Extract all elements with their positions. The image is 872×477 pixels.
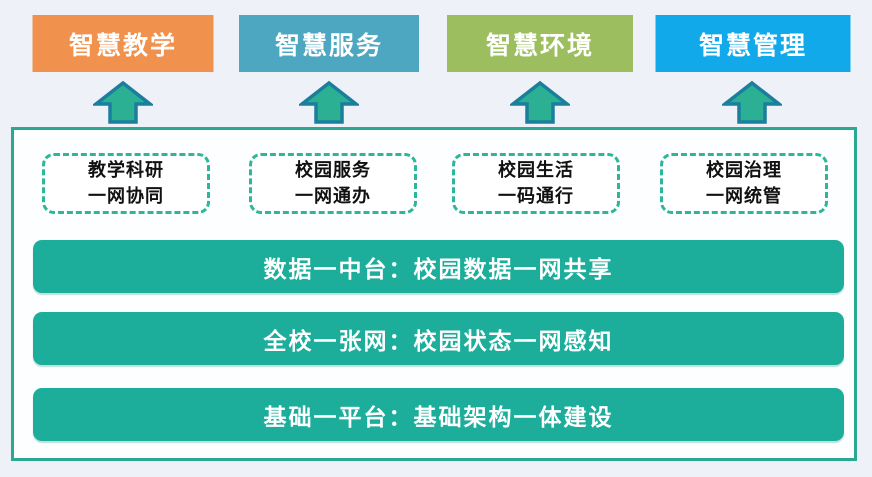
dashed-box-teaching-research: 教学科研 一网协同 [42, 153, 210, 214]
up-arrow-icon [722, 80, 782, 125]
pillar-box-smart-teaching: 智慧教学 [32, 15, 214, 72]
up-arrow-icon [93, 80, 153, 125]
bar-base-platform: 基础一平台：基础架构一体建设 [33, 388, 844, 441]
pillar-box-smart-environment: 智慧环境 [447, 15, 633, 72]
dashed-box-line2: 一网通办 [295, 185, 371, 206]
up-arrow-icon [299, 80, 359, 125]
dashed-box-line2: 一码通行 [498, 185, 574, 206]
dashed-box-line2: 一网协同 [88, 185, 164, 206]
up-arrow-icon [510, 80, 570, 125]
bar-data-middle-platform: 数据一中台：校园数据一网共享 [33, 240, 844, 293]
dashed-box-line1: 教学科研 [88, 160, 164, 181]
dashed-box-line1: 校园生活 [498, 160, 574, 181]
dashed-box-campus-service: 校园服务 一网通办 [249, 153, 417, 214]
dashed-box-line1: 校园服务 [295, 160, 371, 181]
dashed-box-campus-governance: 校园治理 一网统管 [660, 153, 828, 214]
pillar-box-smart-service: 智慧服务 [239, 15, 419, 72]
bar-campus-one-network: 全校一张网：校园状态一网感知 [33, 312, 844, 365]
dashed-box-line2: 一网统管 [706, 185, 782, 206]
dashed-box-campus-life: 校园生活 一码通行 [452, 153, 620, 214]
dashed-box-line1: 校园治理 [706, 160, 782, 181]
pillar-box-smart-management: 智慧管理 [655, 15, 851, 72]
